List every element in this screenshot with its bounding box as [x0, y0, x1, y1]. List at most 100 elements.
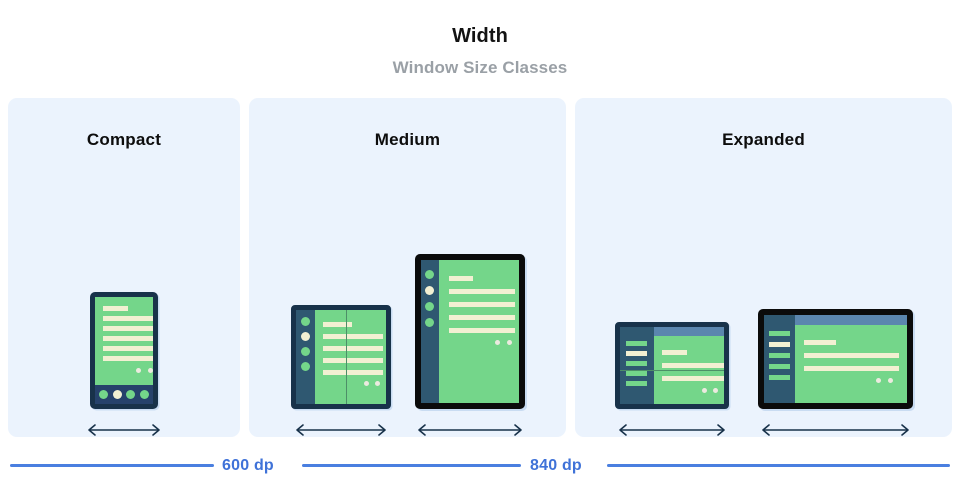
content-dot: [712, 388, 718, 393]
app-top-bar: [653, 327, 724, 336]
fold-line: [619, 370, 724, 371]
page-title: Width: [452, 25, 508, 47]
content-line: [448, 315, 515, 320]
rail-circle: [300, 347, 310, 356]
drawer-item: [768, 364, 790, 369]
fold-line: [345, 310, 347, 404]
width-arrow-icon: [417, 424, 522, 436]
content-line: [103, 336, 153, 341]
nav-dot: [126, 390, 136, 399]
tablet-portrait-screen: [420, 260, 519, 403]
device-tablet-portrait: [414, 254, 525, 437]
phone-frame: [90, 292, 158, 409]
content-line: [322, 322, 352, 327]
drawer-item: [626, 361, 647, 366]
content-line: [322, 358, 383, 363]
content-line: [803, 366, 899, 371]
content-dot: [148, 368, 153, 373]
rail-circle: [300, 362, 310, 371]
content-line: [322, 370, 383, 375]
content-dot: [136, 368, 141, 373]
navigation-drawer: [619, 327, 654, 404]
diagram-header: Width Window Size Classes: [0, 0, 960, 76]
rail-circle-active: [425, 286, 434, 295]
drawer-item: [626, 371, 647, 376]
panel-label-expanded: Expanded: [722, 130, 805, 149]
phone-bottom-nav: [95, 385, 153, 404]
content-line: [103, 326, 153, 331]
breakpoint-label-600: 600 dp: [222, 457, 274, 474]
breakpoint-label-840: 840 dp: [530, 457, 582, 474]
content-line: [803, 353, 899, 358]
breakpoint-ruler: 600 dp 840 dp: [0, 452, 960, 482]
content-line: [103, 316, 153, 321]
nav-dot: [99, 390, 109, 399]
device-foldable-portrait: [290, 305, 391, 437]
content-line: [103, 346, 153, 351]
drawer-item: [768, 353, 790, 358]
drawer-item: [768, 375, 790, 380]
rail-circle: [425, 302, 434, 311]
drawer-item-active: [768, 342, 790, 347]
nav-dot: [139, 390, 149, 399]
width-arrow-icon: [295, 424, 386, 436]
phone-content-area: [95, 297, 153, 385]
foldable-landscape-frame: [614, 322, 729, 409]
drawer-item-active: [626, 351, 647, 356]
content-line: [448, 289, 515, 294]
width-arrow-icon: [88, 424, 160, 436]
drawer-item: [626, 341, 647, 346]
content-line: [448, 328, 515, 333]
page-subtitle: Window Size Classes: [392, 58, 568, 77]
device-group-expanded: [575, 169, 952, 437]
width-arrow-icon: [761, 424, 909, 436]
tablet-portrait-frame: [414, 254, 525, 409]
content-dot: [494, 340, 500, 345]
content-dot: [701, 388, 707, 393]
tablet-landscape-frame: [757, 309, 913, 409]
content-line: [803, 340, 836, 345]
rail-circle: [425, 318, 434, 327]
content-line: [661, 376, 724, 381]
panel-expanded: Expanded: [575, 98, 952, 437]
size-class-panels: Compact: [8, 98, 952, 437]
panel-label-medium: Medium: [374, 130, 441, 149]
content-line: [103, 356, 153, 361]
foldable-portrait-frame: [290, 305, 391, 409]
foldable-portrait-screen: [295, 310, 386, 404]
content-dot: [374, 381, 380, 386]
content-line: [448, 276, 473, 281]
device-tablet-landscape: [757, 309, 913, 437]
panel-medium: Medium: [249, 98, 566, 437]
panel-compact: Compact: [8, 98, 240, 437]
rail-circle: [425, 270, 434, 279]
app-top-bar: [794, 315, 907, 325]
navigation-rail: [295, 310, 315, 404]
content-line: [322, 346, 383, 351]
ruler-segment-medium-left: [302, 464, 521, 467]
device-phone: [85, 292, 163, 437]
foldable-landscape-screen: [619, 327, 724, 404]
nav-dot-active: [112, 390, 122, 399]
navigation-rail: [420, 260, 439, 403]
content-dot: [506, 340, 512, 345]
device-group-medium: [249, 169, 566, 437]
rail-circle: [300, 317, 310, 326]
content-line: [661, 363, 724, 368]
drawer-item: [768, 331, 790, 336]
panel-label-compact: Compact: [86, 130, 162, 149]
device-group-compact: [8, 169, 240, 437]
phone-screen: [95, 297, 153, 404]
drawer-item: [626, 381, 647, 386]
content-line: [661, 350, 687, 355]
tablet-landscape-screen: [763, 315, 907, 403]
width-arrow-icon: [618, 424, 725, 436]
rail-circle-active: [300, 332, 310, 341]
content-dot: [363, 381, 369, 386]
content-line: [448, 302, 515, 307]
content-dot: [887, 378, 893, 383]
content-line: [322, 334, 383, 339]
content-line: [103, 306, 128, 311]
ruler-segment-expanded: [607, 464, 950, 467]
